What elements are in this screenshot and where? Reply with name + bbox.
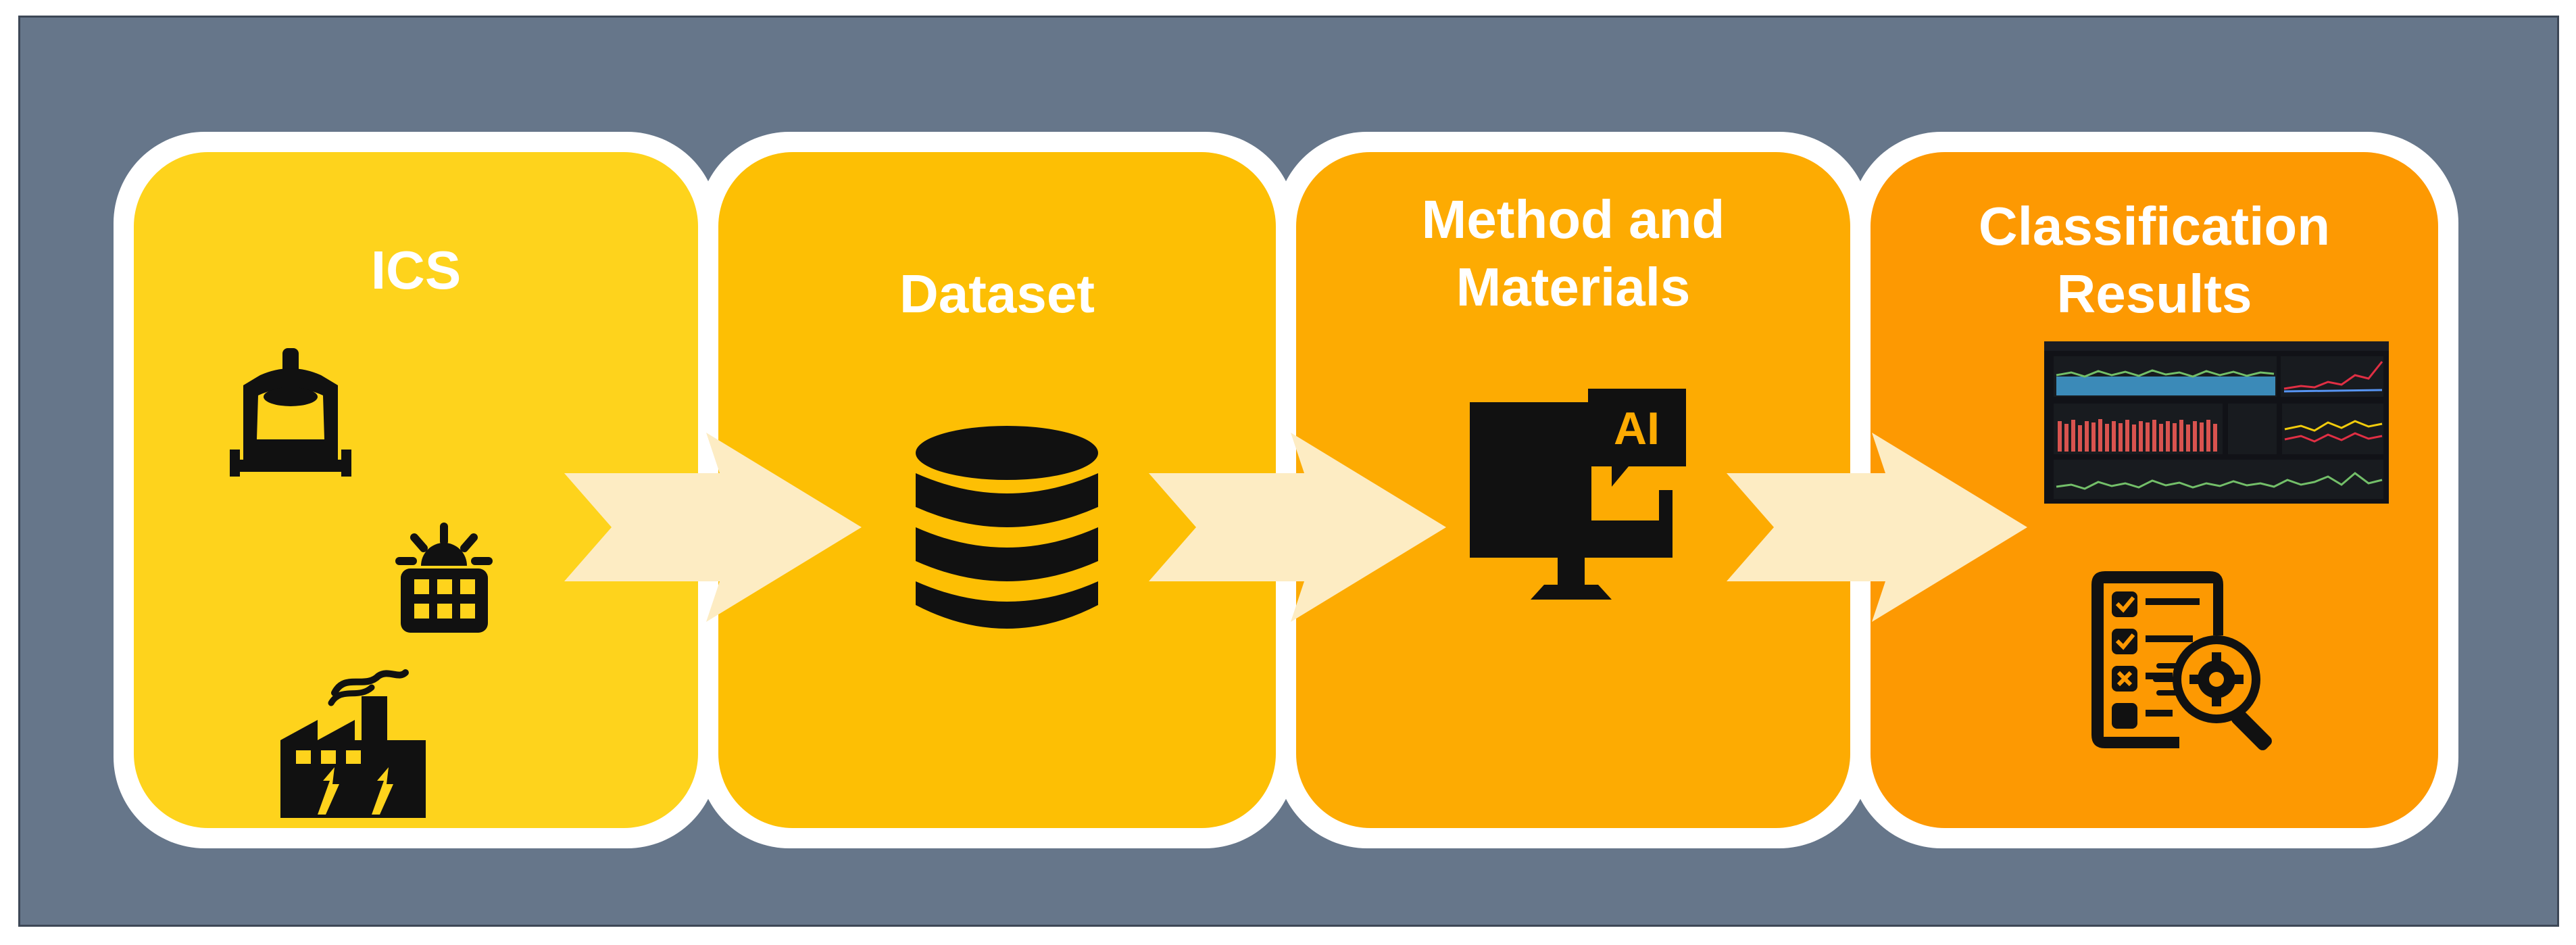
ai-computer-icon: AI (1470, 389, 1686, 600)
flow-arrow-1 (564, 433, 862, 622)
ai-badge-text: AI (1614, 403, 1660, 454)
checklist-analysis-icon (2091, 571, 2272, 750)
stage-results-title-line-2: Results (2056, 264, 2252, 324)
stage-results-title-line-1: Classification (1978, 196, 2331, 256)
flow-arrow-2 (1149, 433, 1446, 622)
stage-results-title: Classification Results (1871, 193, 2438, 328)
database-icon (916, 426, 1098, 629)
stage-dataset-title-line-1: Dataset (899, 264, 1095, 324)
stage-method-title: Method and Materials (1296, 186, 1850, 321)
stage-dataset-title: Dataset (718, 260, 1276, 328)
motor-icon (230, 348, 351, 477)
dashboard-screenshot (2044, 341, 2389, 504)
stage-ics-title-line-1: ICS (370, 240, 462, 300)
stage-method-title-line-1: Method and (1421, 189, 1725, 249)
stage-ics-title: ICS (134, 237, 698, 304)
power-plant-icon (280, 669, 426, 818)
solar-panel-icon (395, 523, 493, 633)
stage-method-title-line-2: Materials (1456, 257, 1691, 317)
flow-arrow-3 (1727, 433, 2027, 622)
